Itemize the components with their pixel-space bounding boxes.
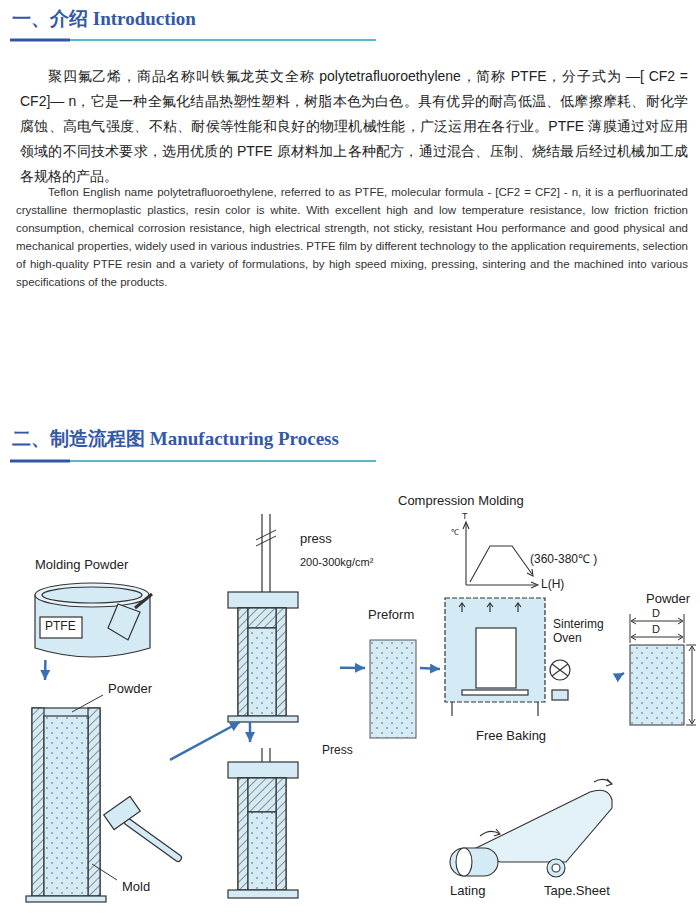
node-label: Powder <box>646 592 690 607</box>
powder-can: Molding PowderPTFE <box>28 554 166 660</box>
node-label: Molding Powder <box>35 558 128 573</box>
press-stage: press <box>225 528 340 722</box>
node-label: Lating <box>450 884 485 899</box>
sintering-oven <box>445 598 570 716</box>
finished-block <box>630 614 696 725</box>
heading-rule <box>10 39 70 42</box>
dimension-label: D <box>652 623 660 636</box>
node-label: Tape.Sheet <box>544 884 610 899</box>
node-label: Free Baking <box>476 729 546 744</box>
finished-block: Powder <box>624 588 696 728</box>
axis-label: T <box>462 511 468 521</box>
node-label: Sinterimg Oven <box>553 618 615 646</box>
flow-arrow <box>170 722 240 760</box>
preform: Preform <box>365 605 420 745</box>
temperature-graph <box>463 522 538 588</box>
node-label: press <box>300 532 332 547</box>
intro-paragraph-zh: 聚四氟乙烯，商品名称叫铁氟龙英文全称 polytetrafluoroethyle… <box>20 64 688 189</box>
preform-block <box>370 640 416 738</box>
node-label: Preform <box>368 608 414 623</box>
flow-arrow <box>249 722 252 742</box>
press-stage: Press <box>225 742 365 910</box>
press-top <box>228 514 298 722</box>
heading-rule <box>70 39 376 41</box>
flow-arrow <box>340 666 365 669</box>
lathe-roll-and-tape <box>450 779 612 877</box>
powder-can <box>35 583 150 657</box>
heading-rule <box>70 460 376 462</box>
flow-arrow <box>44 660 47 680</box>
axis-unit: ℃ <box>451 528 459 537</box>
heading-rule <box>10 460 70 463</box>
node-label: Press <box>322 744 353 758</box>
flow-arrow <box>420 668 440 669</box>
section-heading: 一、介绍 Introduction <box>12 8 196 30</box>
hammer <box>104 796 178 858</box>
node-label: PTFE <box>45 620 76 634</box>
trowel <box>108 594 152 640</box>
press-bottom <box>228 748 298 898</box>
tape-sheet: Tape.Sheet <box>530 856 630 904</box>
sintering-oven: Sinterimg OvenFree Baking <box>440 590 617 748</box>
lathe-roll: Lating <box>440 830 520 902</box>
flow-arrow <box>617 673 624 677</box>
temperature-range: (360-380℃ ) <box>530 553 597 567</box>
node-label: Powder <box>108 682 152 697</box>
node-label: Mold <box>122 880 150 895</box>
mold-column: PowderMold <box>28 680 170 902</box>
intro-paragraph-en: Teflon English name polytetrafluoroethyl… <box>16 183 688 291</box>
process-caption: Compression Molding <box>398 494 524 509</box>
dimension-label: D <box>652 607 660 620</box>
pressure-value: 200-300kg/cm² <box>300 556 373 569</box>
mold <box>26 695 117 902</box>
axis-label: L(H) <box>541 578 564 592</box>
section-heading: 二、制造流程图 Manufacturing Process <box>12 428 339 450</box>
